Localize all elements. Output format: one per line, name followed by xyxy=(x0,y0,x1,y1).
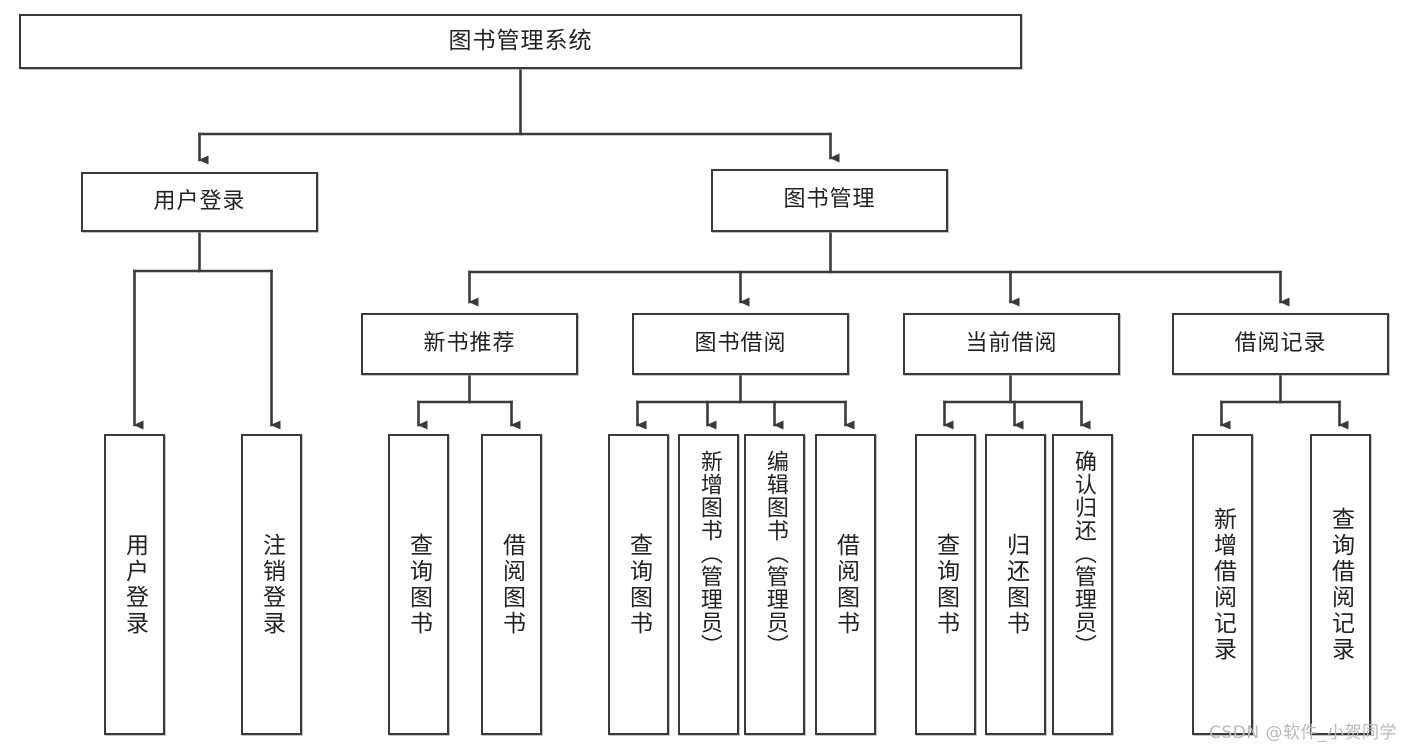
csdn-watermark: CSDN @软件_小贺同学 xyxy=(1209,723,1397,743)
node-label: 确认归还（管理员） xyxy=(1070,450,1096,657)
node-label: 归还图书 xyxy=(1002,532,1029,637)
node-label: 用户登录 xyxy=(121,532,148,637)
node-label: 新增借阅记录 xyxy=(1209,506,1236,663)
leaf-current-confirm-return-admin[interactable]: 确认归还（管理员） xyxy=(1052,434,1113,735)
node-current-borrowing[interactable]: 当前借阅 xyxy=(903,313,1120,375)
node-borrowing-records[interactable]: 借阅记录 xyxy=(1172,313,1389,375)
node-label: 注销登录 xyxy=(258,532,285,637)
node-label: 查询借阅记录 xyxy=(1327,506,1354,663)
leaf-borrow-edit-book-admin[interactable]: 编辑图书（管理员） xyxy=(744,434,805,735)
node-label: 图书管理系统 xyxy=(448,27,593,54)
leaf-new-book-borrow-books[interactable]: 借阅图书 xyxy=(481,434,542,735)
node-label: 查询图书 xyxy=(625,532,652,637)
node-label: 查询图书 xyxy=(932,532,959,637)
leaf-new-book-query-books[interactable]: 查询图书 xyxy=(388,434,449,735)
node-label: 编辑图书（管理员） xyxy=(762,450,788,657)
node-book-borrowing[interactable]: 图书借阅 xyxy=(632,313,849,375)
node-label: 借阅图书 xyxy=(832,532,859,637)
node-label: 新增图书（管理员） xyxy=(696,450,722,657)
node-label: 新书推荐 xyxy=(423,330,516,356)
leaf-records-query-record[interactable]: 查询借阅记录 xyxy=(1310,434,1371,735)
node-label: 图书借阅 xyxy=(694,330,787,356)
leaf-borrow-borrow-books[interactable]: 借阅图书 xyxy=(815,434,876,735)
node-label: 当前借阅 xyxy=(965,330,1058,356)
leaf-current-query-books[interactable]: 查询图书 xyxy=(915,434,976,735)
leaf-records-add-record[interactable]: 新增借阅记录 xyxy=(1192,434,1253,735)
node-user-login[interactable]: 用户登录 xyxy=(81,172,318,232)
node-label: 借阅图书 xyxy=(498,532,525,637)
node-label: 用户登录 xyxy=(153,188,246,214)
node-label: 查询图书 xyxy=(405,532,432,637)
node-label: 图书管理 xyxy=(783,187,876,213)
node-new-book-recommendation[interactable]: 新书推荐 xyxy=(361,313,578,375)
node-label: 借阅记录 xyxy=(1234,330,1327,356)
node-book-management[interactable]: 图书管理 xyxy=(711,169,948,232)
leaf-borrow-add-book-admin[interactable]: 新增图书（管理员） xyxy=(678,434,739,735)
leaf-borrow-query-books[interactable]: 查询图书 xyxy=(608,434,669,735)
leaf-current-return-books[interactable]: 归还图书 xyxy=(985,434,1046,735)
node-root-book-management-system[interactable]: 图书管理系统 xyxy=(19,14,1022,69)
leaf-user-login-logout[interactable]: 注销登录 xyxy=(241,434,302,735)
leaf-user-login-login[interactable]: 用户登录 xyxy=(104,434,165,735)
